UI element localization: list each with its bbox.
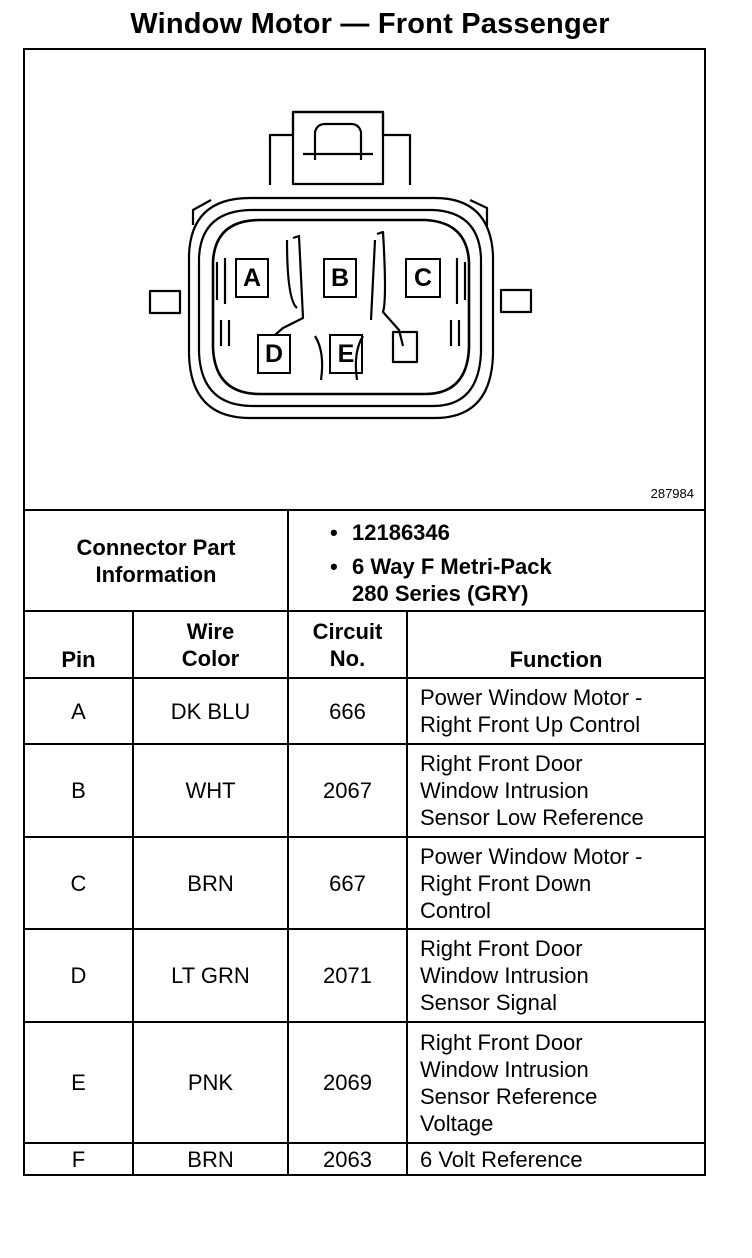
- header-pin: Pin: [25, 612, 132, 677]
- wire-color-cell: WHT: [185, 778, 236, 803]
- function-line: Window Intrusion: [420, 963, 589, 988]
- wire-color-cell: BRN: [187, 1146, 234, 1172]
- pin-cell: F: [71, 1146, 86, 1172]
- pin-cavity-a: A: [235, 258, 269, 298]
- circuit-cell: 2071: [323, 963, 372, 988]
- function-cell: 6 Volt Reference: [408, 1144, 704, 1174]
- wire-color-cell: DK BLU: [170, 698, 251, 724]
- function-line: Power Window Motor -: [420, 843, 643, 869]
- pin-cell: A: [71, 698, 86, 724]
- function-line: Sensor Low Reference: [420, 805, 644, 830]
- pin-label: C: [413, 263, 433, 292]
- function-line: Voltage: [420, 1110, 494, 1136]
- function-cell: Right Front Door Window Intrusion Sensor…: [408, 745, 704, 836]
- pin-cell: B: [71, 778, 86, 803]
- function-line: Sensor Signal: [420, 990, 557, 1015]
- function-cell: Power Window Motor - Right Front Down Co…: [408, 838, 704, 928]
- function-line: Right Front Up Control: [420, 712, 641, 737]
- pin-cavity-d: D: [257, 334, 291, 374]
- pin-cavity-e: E: [329, 334, 363, 374]
- connector-info-bullet: • 6 Way F Metri-Pack 280 Series (GRY): [330, 553, 552, 607]
- pin-label: E: [337, 339, 355, 368]
- pin-label: B: [330, 263, 350, 292]
- connector-diagram: A B C D E 287984: [25, 50, 704, 509]
- bullet-dot: •: [330, 554, 338, 579]
- header-circuit: Circuit No.: [289, 612, 406, 677]
- function-line: Window Intrusion: [420, 1056, 589, 1082]
- header-text: Pin: [61, 647, 96, 672]
- pin-label: A: [242, 263, 262, 292]
- connector-info-bullet: • 12186346: [330, 519, 552, 546]
- function-cell: Right Front Door Window Intrusion Sensor…: [408, 1023, 704, 1142]
- part-number: 12186346: [352, 520, 450, 545]
- function-line: Right Front Door: [420, 751, 583, 776]
- connector-description: 280 Series (GRY): [352, 581, 529, 606]
- divider: [25, 509, 704, 511]
- circuit-cell: 2067: [323, 778, 372, 803]
- function-line: Right Front Door: [420, 936, 583, 961]
- circuit-cell: 2063: [323, 1146, 372, 1172]
- divider: [132, 610, 134, 1174]
- header-text: Function: [509, 647, 603, 672]
- divider: [25, 836, 704, 838]
- divider: [25, 928, 704, 930]
- function-cell: Right Front Door Window Intrusion Sensor…: [408, 930, 704, 1021]
- connector-description: 6 Way F Metri-Pack: [352, 554, 552, 579]
- header-wire-color: Wire Color: [134, 612, 287, 677]
- circuit-cell: 2069: [323, 1070, 372, 1095]
- function-line: Right Front Door: [420, 1029, 583, 1055]
- divider: [25, 1021, 704, 1023]
- wire-color-cell: PNK: [187, 1070, 234, 1095]
- circuit-cell: 667: [329, 870, 366, 896]
- function-line: Window Intrusion: [420, 778, 589, 803]
- wire-color-cell: LT GRN: [171, 963, 250, 988]
- divider: [406, 610, 408, 1174]
- connector-face-drawing: [148, 110, 533, 420]
- connector-sheet: A B C D E 287984 Connector Part Informat…: [23, 48, 706, 1176]
- function-cell: Power Window Motor - Right Front Up Cont…: [408, 679, 704, 743]
- pin-cell: E: [71, 1070, 86, 1095]
- header-text: Color: [181, 645, 240, 671]
- pin-cavity-c: C: [405, 258, 441, 298]
- function-line: Sensor Reference: [420, 1083, 598, 1109]
- divider: [25, 610, 704, 612]
- pin-label: D: [264, 339, 284, 368]
- divider: [287, 509, 289, 1174]
- connector-info-label-line: Connector Part: [76, 534, 236, 560]
- header-text: Circuit: [312, 618, 383, 644]
- bullet-dot: •: [330, 520, 338, 545]
- divider: [25, 743, 704, 745]
- function-line: 6 Volt Reference: [420, 1146, 583, 1172]
- pin-cell: C: [70, 870, 87, 896]
- pin-cavity-b: B: [323, 258, 357, 298]
- figure-number: 287984: [650, 486, 694, 501]
- header-text: No.: [329, 645, 366, 671]
- connector-info-bullets: • 12186346 • 6 Way F Metri-Pack 280 Seri…: [330, 519, 552, 614]
- divider: [25, 1142, 704, 1144]
- circuit-cell: 666: [329, 698, 366, 724]
- function-line: Control: [420, 897, 491, 923]
- function-line: Power Window Motor -: [420, 685, 643, 710]
- pin-cell: D: [70, 963, 87, 988]
- header-function: Function: [408, 612, 704, 677]
- header-text: Wire: [186, 618, 235, 644]
- connector-info-label-line: Information: [95, 561, 217, 587]
- wire-color-cell: BRN: [187, 870, 234, 896]
- connector-info-label: Connector Part Information: [25, 511, 287, 610]
- divider: [25, 677, 704, 679]
- page-title: Window Motor — Front Passenger: [130, 8, 610, 40]
- function-line: Right Front Down: [420, 870, 592, 896]
